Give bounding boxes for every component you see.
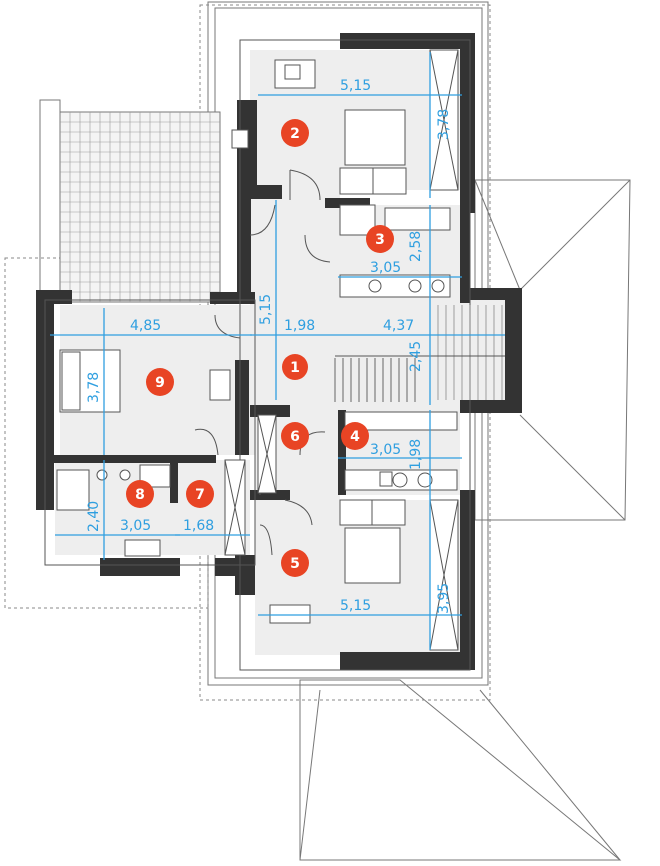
svg-text:3: 3 [375,232,385,248]
dim-hall-width: 1,98 [284,318,315,334]
kitchenette-4 [344,411,458,491]
dim-room4-depth: 1,98 [408,439,424,470]
svg-text:8: 8 [135,487,145,503]
svg-text:5: 5 [290,556,300,572]
svg-text:1: 1 [290,360,300,376]
dim-room3-width: 3,05 [370,260,401,276]
dim-room4-width: 3,05 [370,442,401,458]
room-badge-2: 2 [281,119,309,147]
svg-text:9: 9 [155,375,165,391]
dim-stair-width: 4,37 [383,318,414,334]
room-badge-8: 8 [126,480,154,508]
dim-room9-width: 4,85 [130,318,161,334]
svg-text:6: 6 [290,429,300,445]
room-badge-4: 4 [341,422,369,450]
dim-room2-width: 5,15 [340,78,371,94]
dim-room3-depth: 2,58 [408,231,424,262]
svg-text:4: 4 [350,429,360,445]
svg-text:7: 7 [195,487,205,503]
dim-room8-depth: 2,40 [86,501,102,532]
terrace [59,111,221,303]
dimension-lines [50,52,505,650]
room-badges: 1 2 3 4 5 6 7 8 [126,119,394,577]
dim-room5-depth: 3,95 [436,583,452,614]
room-badge-6: 6 [281,422,309,450]
dim-room5-width: 5,15 [340,598,371,614]
bathroom-8-fixtures [56,464,171,557]
dim-room8-width: 3,05 [120,518,151,534]
dim-stair-depth: 2,45 [408,341,424,372]
staircase [334,305,505,402]
dim-room9-depth: 3,78 [86,372,102,403]
bathroom-3-fixtures [231,129,451,298]
dim-hall-length: 5,15 [258,294,274,325]
room-badge-5: 5 [281,549,309,577]
furniture [59,59,407,624]
room-badge-7: 7 [186,480,214,508]
room-badge-9: 9 [146,368,174,396]
svg-text:2: 2 [290,126,300,142]
dimension-labels: 5,15 3,78 3,05 2,58 5,15 1,98 4,85 4,37 … [86,78,452,614]
room-badge-1: 1 [282,354,308,380]
dim-room7-width: 1,68 [183,518,214,534]
room-badge-3: 3 [366,225,394,253]
dim-room2-depth: 3,78 [436,109,452,140]
